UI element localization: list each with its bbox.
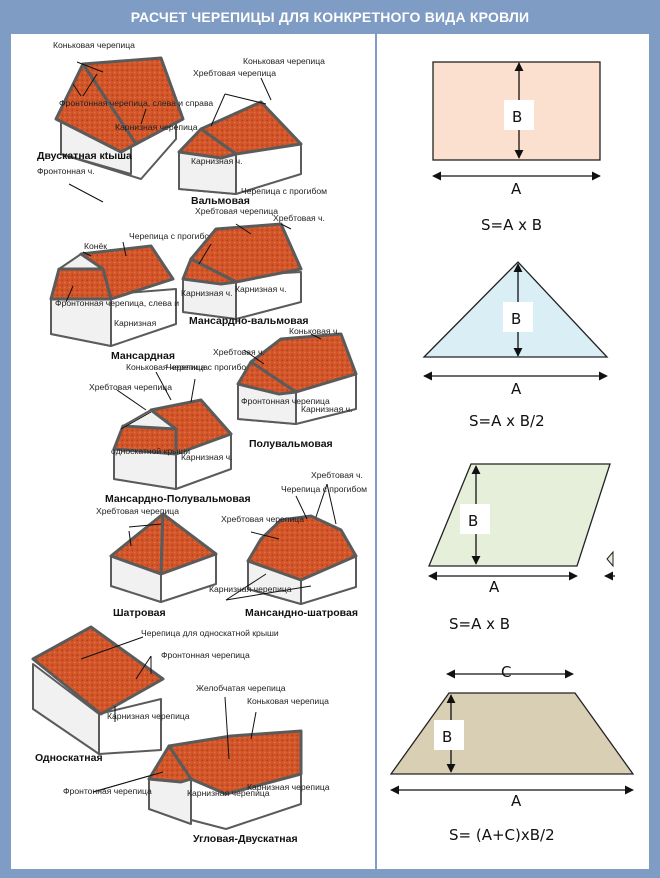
label-karniznaya-2: Карнизная ч. [235, 284, 286, 294]
rectangle-a-label: A [511, 180, 522, 198]
label-karniznaya: Карнизная черепица [209, 584, 292, 594]
roof-name-corner-gable: Угловая-Двускатная [193, 833, 298, 845]
label-karniznaya-2: Карнизная черепица [247, 782, 330, 792]
label-khrebtovaya: Хребтовая черепица [195, 206, 278, 216]
roof-name-pyramid: Шатровая [113, 607, 166, 619]
roof-name-hip: Вальмовая [191, 195, 250, 207]
area-formulas-panel: B A S=A x B B A S=A x B/2 B [377, 34, 649, 869]
roof-shed: Черепица для односкатной крыши Фронтонна… [31, 625, 279, 764]
shape-parallelogram: B A S=A x B [428, 463, 615, 633]
trapezoid-c-label: C [501, 663, 511, 681]
label-khrebtovaya: Хребтовая черепица [221, 514, 304, 524]
label-karniznaya: Карнизная черепица [115, 122, 198, 132]
label-khrebtovaya-ch: Хребтовая ч. [213, 347, 265, 357]
roof-mansard-pyramid: Черепица с прогибом Хребтовая ч. Хребтов… [209, 470, 367, 619]
shape-triangle: B A S=A x B/2 [422, 261, 609, 430]
triangle-a-label: A [511, 380, 522, 398]
parallelogram-fill [428, 463, 611, 567]
roof-name-halfhip: Полувальмовая [249, 438, 333, 450]
label-frontonnaya: Фронтонная черепица [161, 650, 250, 660]
triangle-formula: S=A x B/2 [469, 412, 545, 430]
roof-name-shed: Односкатная [35, 752, 103, 764]
label-konkovaya: Коньковая черепица [247, 696, 329, 706]
parallelogram-a-label: A [489, 578, 500, 596]
rectangle-b-label: B [512, 108, 522, 126]
label-konkovaya: Коньковая черепица [243, 56, 325, 66]
label-khrebtovaya-ch: Хребтовая ч. [311, 470, 363, 480]
roof-types-panel: Коньковая черепица Фронтонная черепица, … [11, 34, 375, 869]
label-odnoskatnoy: односкатной крыши [111, 446, 190, 456]
trapezoid-formula: S= (A+C)xB/2 [449, 826, 555, 844]
trapezoid-a-label: A [511, 792, 522, 810]
rectangle-formula: S=A x B [481, 216, 542, 234]
label-odnoskatnoy: Черепица для односкатной крыши [141, 628, 279, 638]
label-khrebtovaya-ch: Хребтовая ч. [273, 213, 325, 223]
triangle-b-label: B [511, 310, 521, 328]
label-frontonnaya: Фронтонная черепица, слева и [55, 298, 179, 308]
page-title: РАСЧЕТ ЧЕРЕПИЦЫ ДЛЯ КОНКРЕТНОГО ВИДА КРО… [0, 0, 660, 34]
roof-mansard-hip: Черепица с прогибом Хребтовая ч. Хребтов… [181, 186, 327, 327]
roof-name-mansard-hip: Мансардно-вальмовая [189, 315, 309, 327]
label-frontonnaya: Фронтонная черепица [241, 396, 330, 406]
label-frontonnaya: Фронтонная черепица, слева и справа [59, 98, 213, 108]
roof-mansard: Фронтонная ч. Конёк Черепица с прогибом … [37, 166, 215, 362]
label-karniznaya: Карнизная ч. [181, 452, 232, 462]
label-karniznaya: Карнизная ч. [191, 156, 242, 166]
roof-name-mansard-halfhip: Мансардно-Полувальмовая [105, 493, 251, 505]
label-khrebtovaya: Хребтовая черепица [193, 68, 276, 78]
label-frontonnaya: Фронтонная черепица [63, 786, 152, 796]
label-karniznaya-1: Карнизная ч. [181, 288, 232, 298]
shape-trapezoid: C B A S= (A+C)xB/2 [389, 663, 635, 844]
label-konkovaya: Коньковая черепица [53, 40, 135, 50]
label-konkovaya-ch: Коньковая ч. [289, 326, 340, 336]
roof-name-mansard-pyramid: Мансандно-шатровая [245, 607, 358, 619]
label-karniznaya: Карнизная черепица [107, 711, 190, 721]
shape-rectangle: B A S=A x B [432, 61, 601, 234]
parallelogram-formula: S=A x B [449, 615, 510, 633]
roof-hip: Хребтовая черепица Коньковая черепица Ка… [177, 56, 325, 207]
roof-mansard-halfhip: Коньковая черепица Черепица с прогибом Х… [89, 362, 252, 505]
label-khrebtovaya: Хребтовая черепица [96, 506, 179, 516]
label-konkovaya: Коньковая черепица [126, 362, 208, 372]
label-konek: Конёк [84, 241, 107, 251]
label-karniznaya-1: Карнизная черепица [187, 788, 270, 798]
roof-name-gable: Двускатная кtыша [37, 150, 132, 162]
parallelogram-b-label: B [468, 512, 478, 530]
roof-corner-gable: Желобчатая черепица Коньковая черепица Ф… [63, 683, 330, 845]
label-khrebtovaya: Хребтовая черепица [89, 382, 172, 392]
label-s-progibom: Черепица с прогибом [166, 362, 252, 372]
roof-pyramid: Хребтовая черепица Шатровая [96, 506, 218, 619]
label-s-progibom: Черепица с прогибом [129, 231, 215, 241]
roof-types-illustration: Коньковая черепица Фронтонная черепица, … [31, 40, 367, 845]
label-s-progibom: Черепица с прогибом [281, 484, 367, 494]
label-s-progibom: Черепица с прогибом [241, 186, 327, 196]
area-formulas-illustration: B A S=A x B B A S=A x B/2 B [389, 61, 635, 844]
label-zhelobchataya: Желобчатая черепица [196, 683, 286, 693]
trapezoid-b-label: B [442, 728, 452, 746]
roof-halfhip: Коньковая ч. Хребтовая ч. Фронтонная чер… [213, 326, 358, 450]
roof-gable: Коньковая черепица Фронтонная черепица, … [37, 40, 213, 180]
label-frontonnaya-ch: Фронтонная ч. [37, 166, 95, 176]
roof-name-mansard: Мансардная [111, 350, 175, 362]
label-karniznaya: Карнизная [114, 318, 157, 328]
label-karniznaya: Карнизная ч. [301, 404, 352, 414]
trapezoid-fill [389, 692, 635, 775]
